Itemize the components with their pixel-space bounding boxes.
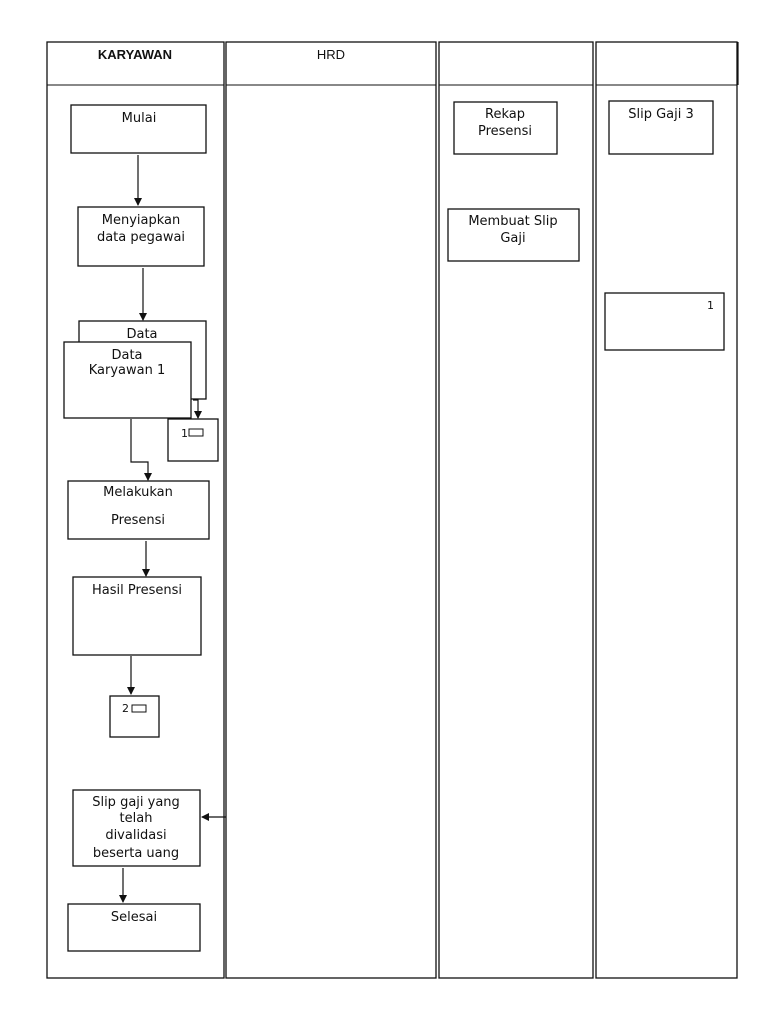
process-melakukan-presensi: [67, 480, 210, 540]
connector-2: [109, 695, 160, 738]
process-menyiapkan-label-1: Menyiapkan: [102, 213, 180, 228]
document-rekap-presensi: [453, 101, 558, 155]
process-selesai: [67, 903, 201, 952]
connector-1: [167, 418, 219, 462]
lane-header-karyawan: KARYAWAN: [98, 47, 172, 62]
arrow-data-to-connector-1: [193, 399, 202, 419]
lane-3: [438, 41, 594, 979]
document-data-karyawan-label-2: Karyawan 1: [89, 363, 166, 378]
document-slip-validasi-label-3: divalidasi: [105, 828, 166, 843]
process-mulai: [70, 104, 207, 154]
process-membuat-slip-label-2: Gaji: [500, 231, 525, 246]
connector-1-label: 1: [181, 427, 188, 440]
document-rekap-label-2: Presensi: [478, 124, 532, 139]
connector-2-page-icon: [131, 704, 147, 713]
process-mulai-label: Mulai: [122, 111, 157, 126]
document-data-karyawan-label-1: Data: [111, 348, 142, 363]
lane-hrd: [225, 41, 437, 979]
box-1: [604, 292, 725, 351]
document-slip-gaji-3: [608, 100, 714, 155]
document-data-karyawan: [63, 341, 192, 419]
connector-1-page-icon: [188, 428, 204, 437]
process-menyiapkan-data-pegawai: [77, 206, 205, 267]
process-membuat-slip-label-1: Membuat Slip: [468, 214, 557, 229]
document-slip-validasi-label-4: beserta uang: [93, 846, 179, 861]
document-slip-gaji-3-label: Slip Gaji 3: [628, 107, 694, 122]
process-membuat-slip-gaji: [447, 208, 580, 262]
process-menyiapkan-label-2: data pegawai: [97, 230, 185, 245]
document-hasil-presensi-label: Hasil Presensi: [92, 583, 182, 598]
box-1-label: 1: [707, 299, 714, 312]
process-selesai-label: Selesai: [111, 910, 157, 925]
connector-2-label: 2: [122, 702, 129, 715]
lane-4: [595, 41, 738, 979]
document-slip-validasi-label-2: telah: [120, 811, 153, 826]
document-rekap-label-1: Rekap: [485, 107, 525, 122]
process-melakukan-label-1: Melakukan: [103, 485, 173, 500]
document-slip-gaji-validasi: [72, 789, 201, 867]
document-data-back-label: Data: [126, 327, 157, 342]
process-melakukan-label-2: Presensi: [111, 513, 165, 528]
document-hasil-presensi: [72, 576, 202, 656]
document-slip-validasi-label-1: Slip gaji yang: [92, 795, 180, 810]
swimlane-frame: [46, 41, 739, 979]
arrow-data-to-melakukan: [130, 419, 152, 481]
lane-header-hrd: HRD: [317, 47, 345, 62]
